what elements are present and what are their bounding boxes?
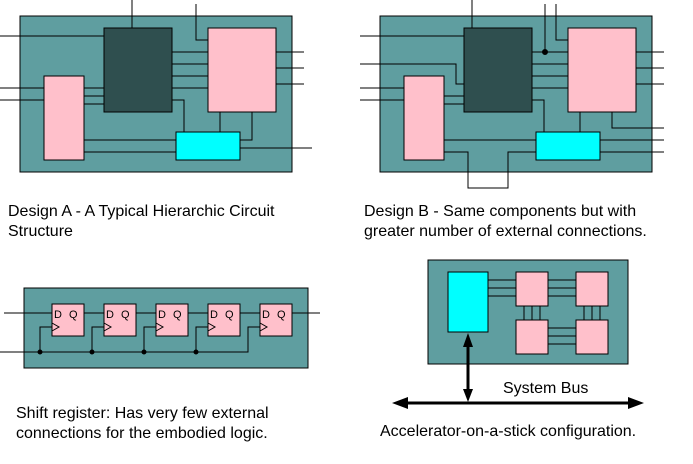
shift-register-caption-line1: Shift register: Has very few external [16, 405, 269, 422]
design-a-caption-line2: Structure [8, 223, 73, 240]
flip-flop-body [207, 303, 241, 337]
arrowhead-left-icon [392, 397, 408, 409]
clock-input-icon [207, 322, 217, 332]
flip-flop-body [155, 303, 189, 337]
accelerator-pink-block [575, 319, 609, 355]
flip-flop-body [103, 303, 137, 337]
flip-flop-q-label: Q [69, 309, 78, 321]
clock-input-icon [51, 322, 61, 332]
junction-dot [542, 49, 548, 55]
flip-flop-body [259, 303, 293, 337]
design-a-dark-block [103, 27, 173, 113]
arrowhead-up-icon [463, 333, 473, 347]
flip-flop-d-label: D [158, 309, 166, 321]
clock-junction [193, 349, 199, 355]
design-a-cyan-block [175, 131, 241, 161]
design-a-pink-block-small [43, 75, 85, 161]
design-a-pink-block-large [207, 27, 277, 113]
flip-flop-d-label: D [262, 309, 270, 321]
arrowhead-right-icon [628, 397, 644, 409]
accelerator-pink-block [515, 271, 549, 307]
design-b-pink-block-small [403, 75, 445, 161]
design-b-diagram [360, 0, 664, 189]
flip-flop-d-label: D [54, 309, 62, 321]
design-b-caption-line2: greater number of external connections. [364, 223, 647, 240]
flip-flop-d-label: D [210, 309, 218, 321]
arrowhead-down-icon [463, 389, 473, 402]
flip-flop-d-label: D [106, 309, 114, 321]
flip-flop-q-label: Q [173, 309, 182, 321]
design-a-caption-line1: Design A - A Typical Hierarchic Circuit [8, 203, 275, 220]
design-b-pink-block-large [567, 27, 637, 113]
accelerator-diagram [392, 259, 644, 409]
design-b-caption-line1: Design B - Same components but with [364, 203, 637, 220]
flip-flop-q-label: Q [225, 309, 234, 321]
accelerator-pink-block [515, 319, 549, 355]
clock-junction [37, 349, 43, 355]
flip-flop-q-label: Q [277, 309, 286, 321]
design-a-caption: Design A - A Typical Hierarchic Circuit … [8, 202, 274, 242]
design-b-cyan-block [535, 131, 601, 161]
design-b-dark-block [463, 27, 533, 113]
clock-input-icon [103, 322, 113, 332]
shift-register-caption-line2: connections for the embodied logic. [16, 425, 268, 442]
clock-junction [141, 349, 147, 355]
accelerator-cyan-block [447, 271, 489, 333]
system-bus-label: System Bus [503, 380, 589, 397]
accelerator-caption: Accelerator-on-a-stick configuration. [380, 423, 637, 440]
design-a-diagram [0, 0, 312, 173]
clock-input-icon [259, 322, 269, 332]
clock-input-icon [155, 322, 165, 332]
design-b-caption: Design B - Same components but with grea… [364, 202, 647, 242]
flip-flop-q-label: Q [121, 309, 130, 321]
flip-flop-body [51, 303, 85, 337]
clock-junction [89, 349, 95, 355]
accelerator-pink-block [575, 271, 609, 307]
shift-register-caption: Shift register: Has very few external co… [16, 404, 269, 444]
